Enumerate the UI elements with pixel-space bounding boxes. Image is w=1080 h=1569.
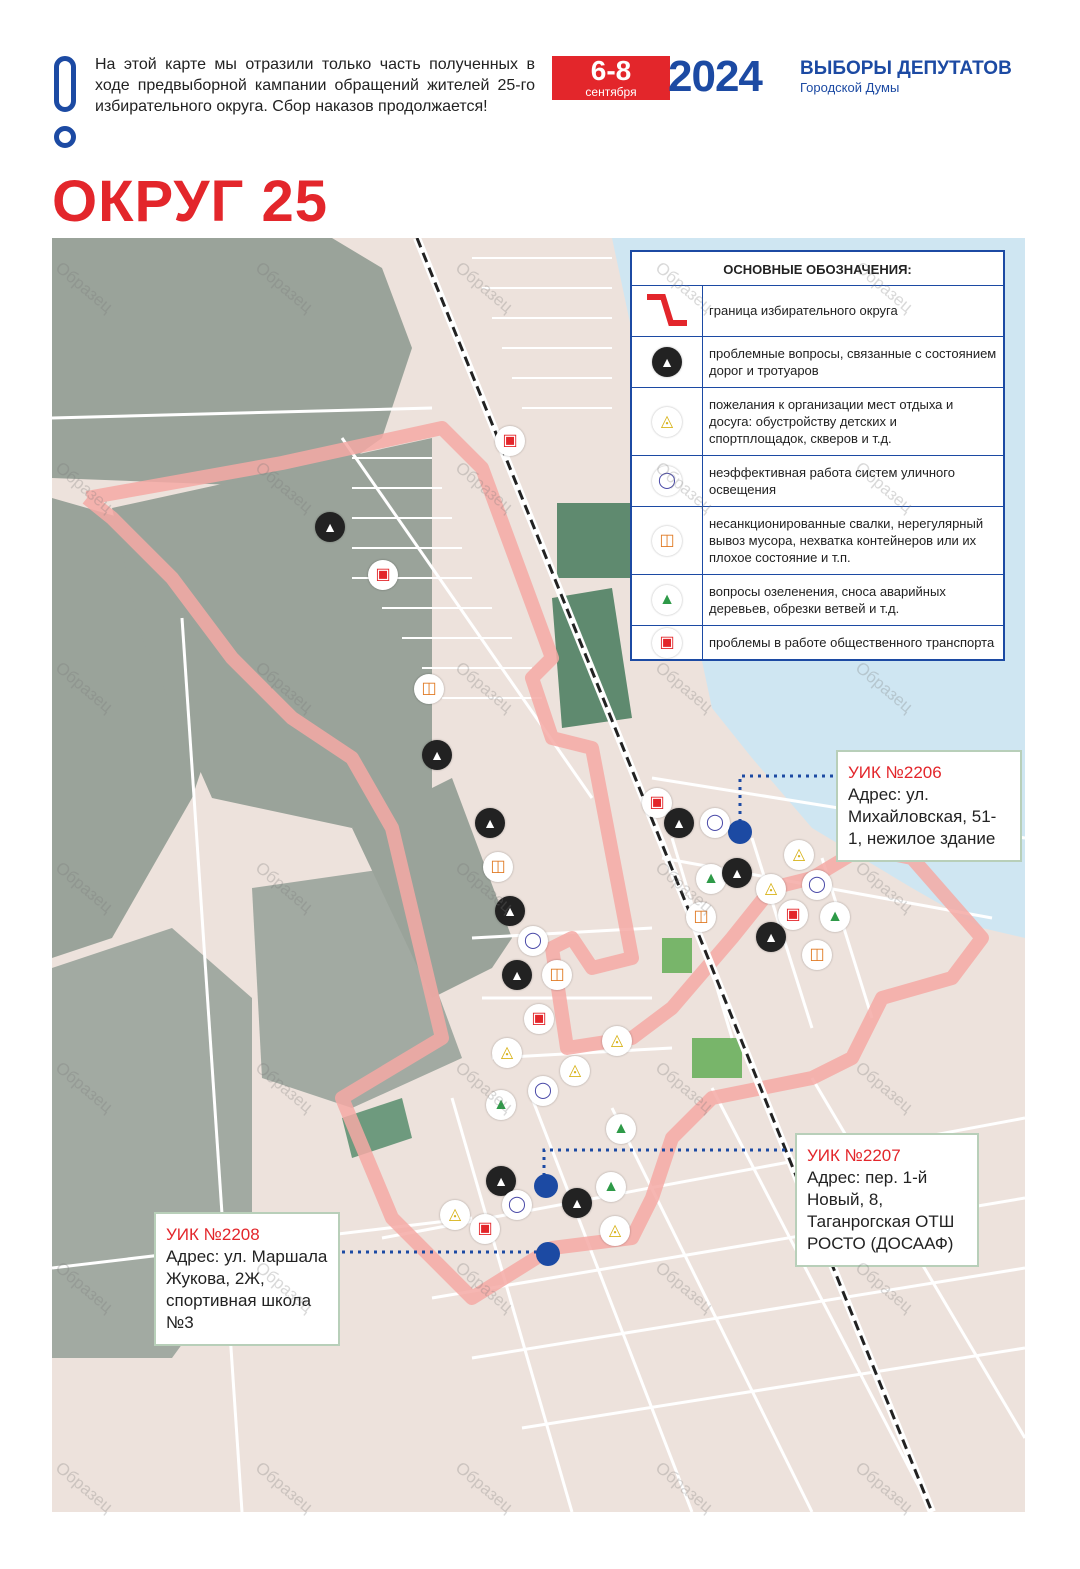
header-bar-icon — [54, 56, 76, 112]
legend-text: проблемы в работе общественного транспор… — [709, 635, 995, 650]
legend-icon-cell: ◫ — [632, 507, 703, 574]
legend-row-road: ▲ проблемные вопросы, связанные с состоя… — [632, 337, 1003, 388]
playground-icon: ◬ — [440, 1200, 470, 1230]
streetlight-icon: ◯ — [502, 1190, 532, 1220]
station-2208-title: УИК №2208 — [166, 1225, 260, 1244]
streetlight-icon: ◯ — [518, 926, 548, 956]
trash-icon: ◫ — [483, 852, 513, 882]
legend-title: ОСНОВНЫЕ ОБОЗНАЧЕНИЯ: — [632, 252, 1003, 286]
dates-badge: 6-8 сентября — [552, 56, 670, 100]
legend-text: вопросы озеленения, сноса аварийных дере… — [709, 584, 946, 616]
legend-icon-cell: ▲ — [632, 575, 703, 625]
station-2208-address: Адрес: ул. Маршала Жукова, 2Ж, спортивна… — [166, 1247, 328, 1332]
station-2207-title: УИК №2207 — [807, 1146, 901, 1165]
trash-icon: ◫ — [542, 960, 572, 990]
road-icon: ▲ — [722, 858, 752, 888]
streetlight-icon: ◯ — [802, 870, 832, 900]
legend-row-tree: ▲ вопросы озеленения, сноса аварийных де… — [632, 575, 1003, 626]
road-icon: ▲ — [562, 1188, 592, 1218]
legend-row-playground: ◬ пожелания к организации мест отдыха и … — [632, 388, 1003, 456]
station-2208-callout: УИК №2208 Адрес: ул. Маршала Жукова, 2Ж,… — [154, 1212, 340, 1346]
streetlight-icon: ◯ — [528, 1076, 558, 1106]
station-2206-title: УИК №2206 — [848, 763, 942, 782]
playground-icon: ◬ — [756, 874, 786, 904]
station-2207-callout: УИК №2207 Адрес: пер. 1-й Новый, 8, Тага… — [795, 1133, 979, 1267]
playground-icon: ◬ — [560, 1056, 590, 1086]
playground-icon: ◬ — [784, 840, 814, 870]
station-2206-address: Адрес: ул. Михайловская, 51-1, нежилое з… — [848, 785, 997, 848]
district-map: ▲ ▣ ▣ ◫ ▲ ▲ ◫ ▲ ◯ ▲ ◫ ▣ ◬ ◬ ◬ ▲ ◯ ▲ ▲ ◯ … — [52, 238, 1025, 1512]
road-icon: ▲ — [756, 922, 786, 952]
station-2207-address: Адрес: пер. 1-й Новый, 8, Таганрогская О… — [807, 1168, 955, 1253]
elections-label: ВЫБОРЫ ДЕПУТАТОВ Городской Думы — [800, 58, 1012, 95]
road-icon: ▲ — [422, 740, 452, 770]
road-icon: ▲ — [652, 347, 682, 377]
legend-icon-cell: ◯ — [632, 456, 703, 506]
legend-text: проблемные вопросы, связанные с состояни… — [709, 346, 997, 378]
map-legend: ОСНОВНЫЕ ОБОЗНАЧЕНИЯ: граница избиратель… — [630, 250, 1005, 661]
legend-icon-cell: ▲ — [632, 337, 703, 387]
road-icon: ▲ — [475, 808, 505, 838]
road-icon: ▲ — [502, 960, 532, 990]
legend-icon-cell: ◬ — [632, 388, 703, 455]
trash-icon: ◫ — [652, 525, 682, 556]
legend-text: граница избирательного округа — [709, 303, 898, 318]
legend-icon-cell: ▣ — [632, 626, 703, 659]
legend-text: неэффективная работа систем уличного осв… — [709, 465, 955, 497]
legend-row-bus: ▣ проблемы в работе общественного трансп… — [632, 626, 1003, 659]
bus-icon: ▣ — [778, 900, 808, 930]
elections-subtitle: Городской Думы — [800, 80, 900, 95]
legend-row-boundary: граница избирательного округа — [632, 286, 1003, 337]
playground-icon: ◬ — [652, 406, 682, 437]
bus-icon: ▣ — [652, 627, 682, 658]
legend-text: несанкционированные свалки, нерегулярный… — [709, 516, 984, 565]
bus-icon: ▣ — [524, 1004, 554, 1034]
legend-row-streetlight: ◯ неэффективная работа систем уличного о… — [632, 456, 1003, 507]
legend-row-trash: ◫ несанкционированные свалки, нерегулярн… — [632, 507, 1003, 575]
streetlight-icon: ◯ — [652, 466, 682, 496]
tree-icon: ▲ — [652, 585, 682, 615]
elections-title: ВЫБОРЫ ДЕПУТАТОВ — [800, 58, 1012, 79]
playground-icon: ◬ — [600, 1216, 630, 1246]
road-icon: ▲ — [495, 896, 525, 926]
tree-icon: ▲ — [606, 1114, 636, 1144]
trash-icon: ◫ — [802, 940, 832, 970]
district-title: ОКРУГ 25 — [52, 169, 329, 234]
road-icon: ▲ — [664, 808, 694, 838]
header-dot-icon — [54, 126, 76, 148]
intro-text: На этой карте мы отразили только часть п… — [95, 56, 535, 115]
tree-icon: ▲ — [696, 864, 726, 894]
tree-icon: ▲ — [596, 1172, 626, 1202]
streetlight-icon: ◯ — [700, 808, 730, 838]
bus-icon: ▣ — [470, 1214, 500, 1244]
station-2207-dot — [534, 1174, 558, 1198]
road-icon: ▲ — [315, 512, 345, 542]
boundary-line-icon — [632, 286, 703, 336]
tree-icon: ▲ — [820, 902, 850, 932]
bus-icon: ▣ — [495, 426, 525, 456]
dates-range: 6-8 — [590, 55, 632, 86]
station-2208-dot — [536, 1242, 560, 1266]
trash-icon: ◫ — [414, 674, 444, 704]
playground-icon: ◬ — [492, 1038, 522, 1068]
dates-month: сентября — [585, 85, 637, 99]
tree-icon: ▲ — [486, 1090, 516, 1120]
station-2206-dot — [728, 820, 752, 844]
playground-icon: ◬ — [602, 1026, 632, 1056]
trash-icon: ◫ — [686, 902, 716, 932]
station-2206-callout: УИК №2206 Адрес: ул. Михайловская, 51-1,… — [836, 750, 1022, 862]
bus-icon: ▣ — [368, 560, 398, 590]
legend-text: пожелания к организации мест отдыха и до… — [709, 397, 954, 446]
election-year: 2024 — [668, 52, 763, 101]
